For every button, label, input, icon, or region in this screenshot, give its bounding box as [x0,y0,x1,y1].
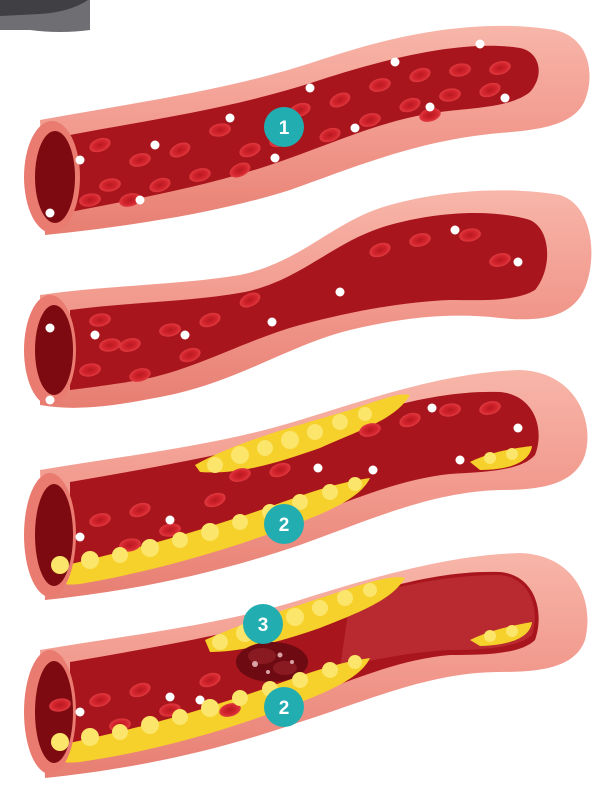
plaque-bubble [201,523,219,541]
white-blood-cell [369,466,378,475]
plaque-bubble [312,600,328,616]
white-blood-cell [306,84,315,93]
plaque-bubble [51,556,69,574]
corner-image-fragment [0,0,90,32]
plaque-bubble [484,630,496,642]
plaque-bubble [207,457,223,473]
plaque-bubble [281,431,299,449]
white-blood-cell [136,196,145,205]
plaque-bubble [307,424,323,440]
plaque-bubble [112,547,128,563]
white-blood-cell [76,156,85,165]
plaque-bubble [231,446,249,464]
plaque-bubble [506,625,518,637]
plaque-bubble [141,716,159,734]
white-blood-cell [314,464,323,473]
white-blood-cell [501,94,510,103]
white-blood-cell [336,288,345,297]
badge-3-label: 3 [258,615,269,636]
plaque-bubble [484,452,496,464]
plaque-bubble [286,608,304,626]
white-blood-cell [456,456,465,465]
plaque-bubble [292,672,308,688]
plaque-bubble [363,583,377,597]
white-blood-cell [151,141,160,150]
white-blood-cell [351,124,360,133]
plaque-bubble [322,484,338,500]
white-blood-cell [76,708,85,717]
plaque-bubble [112,724,128,740]
plaque-bubble [358,407,372,421]
white-blood-cell [476,40,485,49]
plaque-bubble [172,709,188,725]
white-blood-cell [514,258,523,267]
white-blood-cell [46,209,55,218]
plaque-bubble [51,733,69,751]
plaque-bubble [81,728,99,746]
badge-1-label: 1 [279,118,290,139]
white-blood-cell [46,396,55,405]
plaque-bubble [337,590,353,606]
white-blood-cell [226,114,235,123]
white-blood-cell [166,516,175,525]
white-blood-cell [166,693,175,702]
white-blood-cell [451,226,460,235]
badge-3: 3 [243,604,283,644]
plaque-bubble [81,551,99,569]
plaque-bubble [257,440,273,456]
white-blood-cell [91,331,100,340]
plaque-bubble [332,414,348,430]
white-blood-cell [271,154,280,163]
plaque-bubble [141,539,159,557]
plaque-bubble [172,532,188,548]
plaque-bubble [348,477,362,491]
plaque-bubble [348,655,362,669]
plaque-bubble [322,662,338,678]
plaque-bubble [232,514,248,530]
badge-2-top-label: 2 [279,515,290,536]
white-blood-cell [391,58,400,67]
white-blood-cell [76,533,85,542]
plaque-bubble [506,448,518,460]
plaque-bubble [212,634,228,650]
white-blood-cell [46,324,55,333]
white-blood-cell [268,318,277,327]
plaque-bubble [201,699,219,717]
white-blood-cell [514,424,523,433]
plaque-bubble [232,690,248,706]
white-blood-cell [181,331,190,340]
badge-2-bottom-label: 2 [279,698,290,719]
badge-1: 1 [264,107,304,147]
white-blood-cell [428,404,437,413]
badge-2-bottom: 2 [264,687,304,727]
white-blood-cell [426,103,435,112]
badge-2-top: 2 [264,504,304,544]
